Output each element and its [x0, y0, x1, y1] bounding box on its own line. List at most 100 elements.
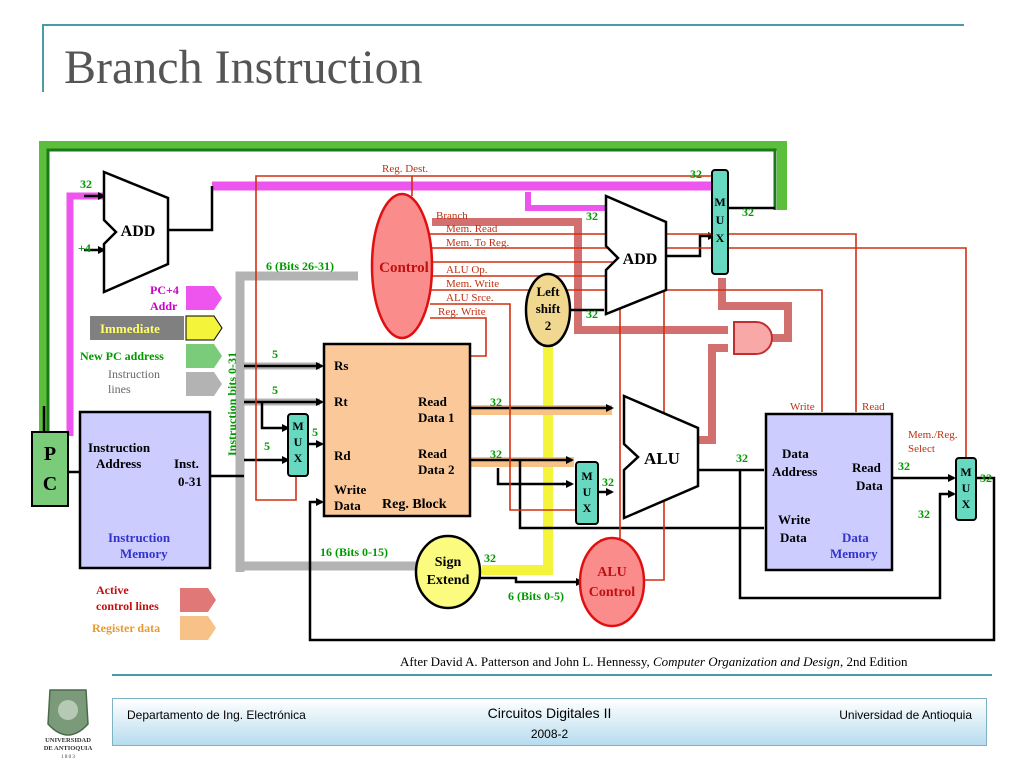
register-block [322, 342, 472, 518]
svg-text:Read: Read [862, 401, 885, 413]
svg-text:control lines: control lines [96, 599, 159, 613]
mux-top: M U X [711, 169, 729, 275]
footer-department: Departamento de Ing. Electrónica [127, 708, 306, 722]
reg-rd: Rd [334, 448, 351, 463]
imem-label-5: Instruction [108, 530, 171, 545]
control-label: Control [379, 260, 429, 276]
imem-label-4: 0-31 [178, 474, 202, 489]
shift-label-1: Left [536, 284, 560, 299]
svg-text:5: 5 [312, 425, 318, 439]
pink-pc4-path-c [525, 192, 610, 211]
svg-text:32: 32 [742, 205, 754, 219]
svg-text:5: 5 [272, 347, 278, 361]
svg-text:Mem./Reg.: Mem./Reg. [908, 429, 958, 441]
legend-pc4-swatch [186, 286, 222, 310]
legend-active-swatch [180, 588, 216, 612]
svg-text:New PC address: New PC address [80, 349, 164, 363]
svg-text:32: 32 [898, 459, 910, 473]
title-rule-top [42, 24, 964, 26]
red-and-out-path [718, 278, 792, 342]
svg-text:32: 32 [484, 551, 496, 565]
add-pc4-label: ADD [121, 223, 156, 240]
reg-data: Data [334, 498, 361, 513]
svg-text:X: X [716, 231, 725, 245]
svg-text:Mem. Read: Mem. Read [446, 223, 498, 235]
svg-text:ALU Srce.: ALU Srce. [446, 292, 494, 304]
footer-bar: Departamento de Ing. Electrónica Circuit… [112, 698, 987, 746]
university-logo: UNIVERSIDAD DE ANTIOQUIA 1 8 0 3 [44, 689, 93, 760]
imem-label-1: Instruction [88, 440, 151, 455]
pc-label-p: P [44, 443, 56, 465]
branch-and-gate [733, 321, 773, 355]
alu-control [578, 536, 646, 628]
pc-register [31, 431, 69, 507]
svg-text:Immediate: Immediate [100, 321, 160, 336]
svg-text:+4: +4 [78, 241, 91, 255]
dmem-label-2: Address [772, 464, 817, 479]
svg-text:6 (Bits 26-31): 6 (Bits 26-31) [266, 259, 334, 273]
data-memory [764, 412, 894, 572]
svg-text:UNIVERSIDAD: UNIVERSIDAD [45, 737, 91, 744]
dmem-label-1: Data [782, 446, 809, 461]
reg-block-label: Reg. Block [382, 497, 447, 512]
footer-semester: 2008-2 [530, 727, 569, 741]
title-rule-left [42, 24, 44, 92]
pc-label-c: C [43, 473, 57, 495]
svg-text:PC+4: PC+4 [150, 283, 179, 297]
svg-text:Mem. To Reg.: Mem. To Reg. [446, 237, 509, 249]
aluctl-label-1: ALU [597, 565, 627, 580]
svg-text:Write: Write [790, 401, 815, 413]
reg-read2: Read [418, 446, 448, 461]
slide-title: Branch Instruction [64, 41, 423, 94]
legend-immediate-swatch [185, 315, 223, 341]
dmem-label-6: Data [856, 478, 883, 493]
control-signal-labels: Reg. Dest. Branch Mem. Read Mem. To Reg.… [382, 163, 958, 455]
svg-text:5: 5 [264, 439, 270, 453]
svg-text:Reg. Dest.: Reg. Dest. [382, 163, 428, 175]
svg-text:32: 32 [586, 209, 598, 223]
reg-data1: Data 1 [418, 410, 454, 425]
mux-alusrc: M U X [575, 461, 599, 525]
svg-text:32: 32 [586, 307, 598, 321]
legend: PC+4 Addr Immediate New PC address Instr… [80, 283, 223, 640]
svg-text:U: U [962, 481, 971, 495]
svg-text:X: X [294, 451, 303, 465]
imem-label-6: Memory [120, 546, 168, 561]
svg-text:1 8 0 3: 1 8 0 3 [61, 755, 75, 760]
sign-label-2: Extend [427, 573, 470, 588]
control-unit [370, 192, 434, 340]
legend-newpc-swatch [186, 344, 222, 368]
svg-text:Select: Select [908, 443, 935, 455]
dmem-label-8: Memory [830, 546, 878, 561]
svg-text:32: 32 [80, 177, 92, 191]
instruction-memory [78, 410, 212, 570]
gray-instr-trunk [235, 271, 358, 572]
red-alu-zero-path [698, 344, 728, 444]
svg-text:DE ANTIOQUIA: DE ANTIOQUIA [44, 745, 93, 752]
svg-text:32: 32 [736, 451, 748, 465]
svg-text:32: 32 [490, 447, 502, 461]
sign-extend [414, 534, 482, 610]
svg-text:5: 5 [272, 383, 278, 397]
svg-text:32: 32 [490, 395, 502, 409]
svg-text:Mem. Write: Mem. Write [446, 278, 499, 290]
mux-memtoreg: M U X [955, 457, 977, 521]
svg-text:lines: lines [108, 382, 131, 396]
svg-text:M: M [581, 469, 592, 483]
footer-course: Circuitos Digitales II [487, 705, 612, 721]
add-branch-adder [604, 194, 668, 316]
svg-text:U: U [716, 213, 725, 227]
footer-university: Universidad de Antioquia [839, 708, 972, 722]
legend-regdata-swatch [180, 616, 216, 640]
add-pc4-adder [102, 170, 170, 294]
dmem-label-4: Data [780, 530, 807, 545]
dmem-label-3: Write [778, 512, 810, 527]
svg-text:32: 32 [602, 475, 614, 489]
svg-text:Reg. Write: Reg. Write [438, 306, 486, 318]
aluctl-label-2: Control [589, 585, 636, 600]
legend-instr-swatch [186, 372, 222, 396]
svg-text:M: M [292, 419, 303, 433]
svg-text:6 (Bits 0-5): 6 (Bits 0-5) [508, 589, 564, 603]
reg-data2: Data 2 [418, 462, 454, 477]
reg-rs: Rs [334, 358, 348, 373]
